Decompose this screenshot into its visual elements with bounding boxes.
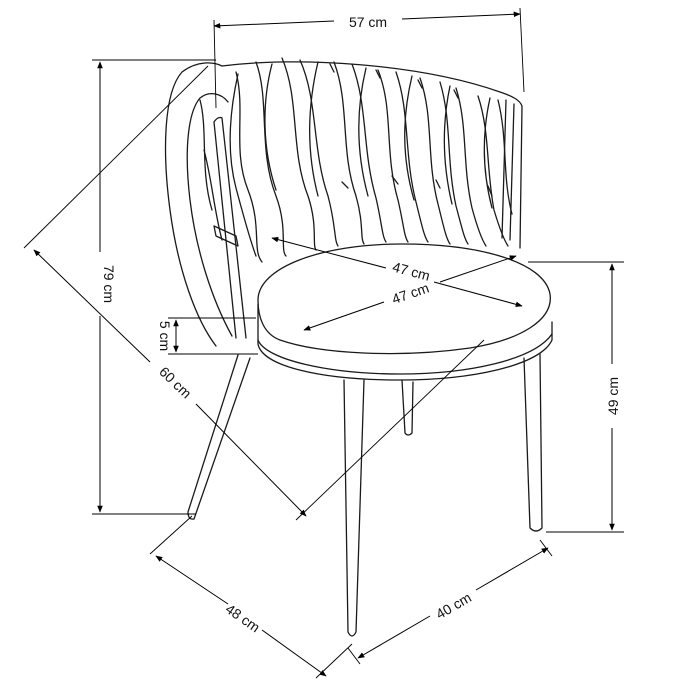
backrest-outer <box>164 61 523 347</box>
chair-illustration <box>164 57 553 637</box>
width-label: 57 cm <box>349 14 387 30</box>
total-height-label: 79 cm <box>101 265 117 303</box>
backrest-inner <box>186 92 233 337</box>
seat-height-label: 49 cm <box>605 377 621 415</box>
back-left-leg <box>187 354 251 520</box>
seat-side <box>257 303 553 381</box>
seat-band <box>257 333 553 375</box>
left-arm-tie <box>213 225 239 247</box>
back-right-leg <box>401 379 414 436</box>
front-left-leg <box>343 379 365 637</box>
base-side-label: 48 cm <box>223 600 263 635</box>
diagonal-label: 60 cm <box>156 363 195 401</box>
left-arm-post <box>213 116 247 339</box>
base-front-label: 40 cm <box>433 589 474 622</box>
seat-thickness-label: 5 cm <box>157 321 173 351</box>
seat-top <box>257 243 551 355</box>
woven-backrest <box>199 57 513 263</box>
right-back-post <box>501 99 515 241</box>
front-right-leg <box>523 353 543 532</box>
dimension-lines <box>23 7 624 679</box>
